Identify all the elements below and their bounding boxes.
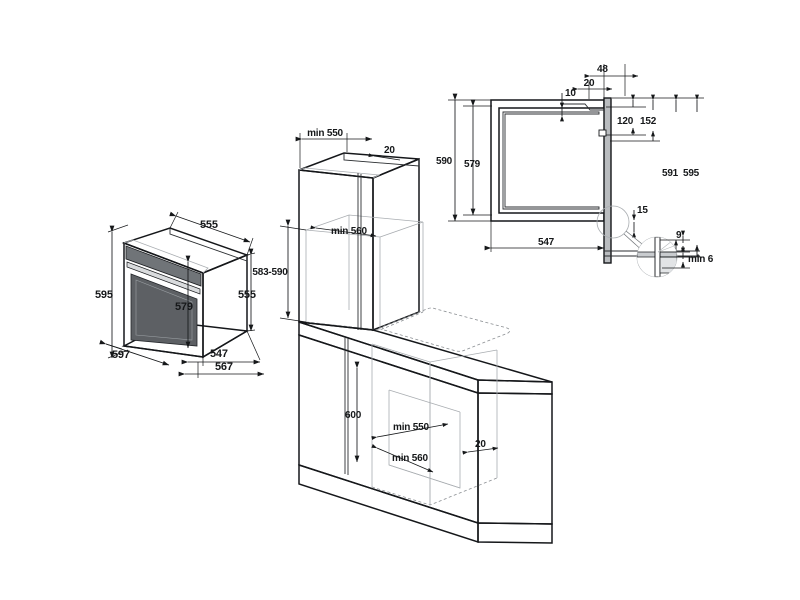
oven-top-edge-highlight [123,239,209,274]
oven-door-glass [130,273,198,347]
dim-label-section-579: 579 [464,159,481,170]
dim-section-120: 120 [606,94,646,136]
dim-label-oven-height: 595 [95,289,113,301]
dim-label-base-20: 20 [475,439,486,450]
tall-cabinet-top-edge [298,167,381,179]
dim-label-oven-front: 579 [175,301,193,313]
dim-label-section-152: 152 [640,116,657,127]
dim-oven-depth-597: 597 [99,339,170,366]
oven-control-panel [125,245,202,287]
dim-label-section-547: 547 [538,237,555,248]
niche-bottom-hidden [305,311,424,331]
dim-label-detail-min6: min 6 [688,254,714,265]
dim-oven-base-567: 567 [178,361,265,378]
dim-tall-583-590: 583-590 [252,219,307,323]
dim-label-base-min560: min 560 [392,453,428,464]
dim-section-579: 579 [463,99,492,216]
cavity-liner [502,111,600,210]
dim-oven-front-579: 579 [175,255,193,349]
dim-label-section-120: 120 [617,116,634,127]
dim-section-15: 15 [632,205,649,238]
dim-base-min550: min 550 [371,422,449,440]
oven-door-section [603,97,612,264]
dim-section-20: 20 [572,78,613,99]
detail-callout-circle-source [596,205,630,239]
dim-label-section-591: 591 [662,168,679,179]
tall-cabinet-top-strip [343,153,420,167]
dim-tall-min550: min 550 [295,128,373,168]
dim-label-tall-min550: min 550 [307,128,343,139]
door-hinge-stub [598,129,607,137]
dim-oven-top-555: 555 [169,211,254,256]
hob-cutout-dashed [382,307,511,352]
dim-label-tall-min560: min 560 [331,226,367,237]
dim-label-base-min550: min 550 [393,422,429,433]
dim-label-oven-side: 555 [238,289,256,301]
dim-section-547: 547 [484,221,605,263]
oven-door-handle [126,261,201,295]
dim-label-oven-567: 567 [215,361,233,373]
dim-tall-top20: 20 [368,145,401,161]
dim-base-worktop-20: 20 [462,439,499,455]
dim-label-section-10: 10 [565,88,576,99]
dim-label-oven-547: 547 [210,348,228,360]
dim-label-section-15: 15 [637,205,648,216]
view-base-cabinet: 600 min 550 min 560 20 [298,307,553,544]
dim-base-min560: min 560 [371,444,434,473]
dim-label-section-48: 48 [597,64,608,75]
dim-oven-base-547: 547 [181,330,261,366]
dim-label-oven-depth: 597 [112,349,130,361]
oven-glass-inner-frame [135,279,193,341]
dim-label-section-595: 595 [683,168,700,179]
dim-label-oven-top: 555 [200,219,218,231]
view-oven-appliance: 595 597 555 579 555 [95,211,265,378]
dim-section-590: 590 [436,93,492,222]
dim-section-152: 152 [610,94,660,142]
dim-oven-side-555: 555 [238,248,256,332]
dim-label-tall-20: 20 [384,145,395,156]
dim-base-600: 600 [345,361,362,463]
dim-label-section-20: 20 [584,78,595,89]
dim-section-48: 48 [584,64,639,98]
base-cabinet-plinth-right [477,522,553,544]
detail-callout-magnified: 9 min 6 [636,230,714,278]
dim-label-section-590: 590 [436,156,453,167]
dim-tall-min560: min 560 [310,225,377,238]
dim-section-10: 10 [560,88,577,122]
view-section: 590 579 547 48 20 [436,64,714,278]
dim-oven-height-595: 595 [95,224,129,359]
door-top-seal [560,103,604,111]
dim-label-base-600: 600 [345,410,362,421]
dim-detail-min6: min 6 [660,247,714,269]
dim-label-tall-niche: 583-590 [252,267,288,278]
dim-label-detail-9: 9 [676,230,682,241]
